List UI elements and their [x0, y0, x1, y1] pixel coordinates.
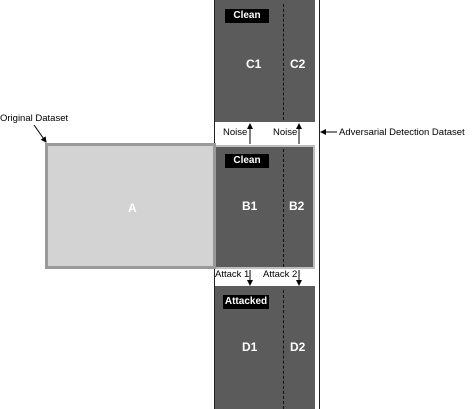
original-dataset-label: Original Dataset: [0, 113, 69, 124]
noise-label-left: Noise: [223, 127, 248, 138]
block-d-divider: [283, 290, 284, 409]
block-c-divider: [283, 4, 284, 120]
label-c2: C2: [290, 57, 306, 71]
label-d1: D1: [242, 340, 258, 354]
block-b-divider: [283, 149, 284, 267]
original-dataset-pointer: [33, 124, 47, 143]
badge-clean-top: Clean: [225, 9, 269, 23]
attack-1-label: Attack 1: [215, 269, 250, 280]
adversarial-detection-dataset-label: Adversarial Detection Dataset: [339, 127, 465, 138]
block-a: [45, 143, 216, 269]
attack-2-label: Attack 2: [263, 269, 298, 280]
label-d2: D2: [290, 340, 306, 354]
badge-attacked: Attacked: [223, 295, 269, 309]
label-b2: B2: [289, 199, 305, 213]
noise-label-right: Noise: [273, 127, 298, 138]
label-a: A: [128, 201, 137, 215]
dataset-column-right-border: [319, 0, 320, 409]
label-b1: B1: [242, 199, 258, 213]
badge-clean-middle: Clean: [225, 154, 269, 168]
label-c1: C1: [246, 57, 262, 71]
